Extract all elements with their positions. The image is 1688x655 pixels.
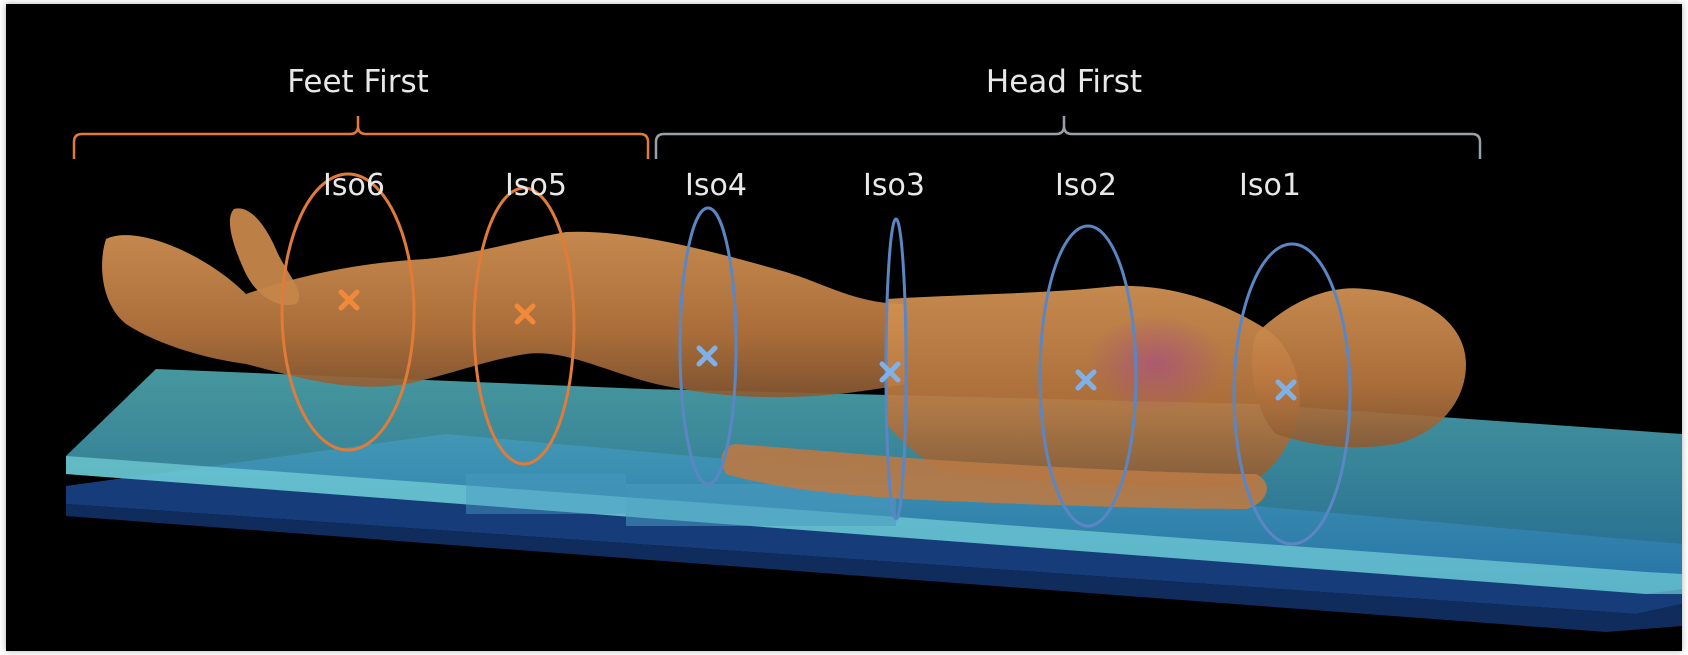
iso3-label: Iso3 <box>863 168 925 203</box>
organ-highlight <box>1086 314 1226 414</box>
couch-block <box>466 474 626 514</box>
iso2-label: Iso2 <box>1055 168 1117 203</box>
head-first-bracket <box>656 116 1480 159</box>
iso6-label: Iso6 <box>323 168 385 203</box>
head-first-title: Head First <box>986 64 1142 100</box>
diagram-panel: Feet First Head First <box>6 4 1682 651</box>
iso1-label: Iso1 <box>1239 168 1301 203</box>
head <box>1252 288 1466 447</box>
isocenter-diagram: Feet First Head First <box>6 4 1682 651</box>
feet-first-title: Feet First <box>287 64 429 100</box>
iso4-label: Iso4 <box>685 168 747 203</box>
iso5-label: Iso5 <box>505 168 567 203</box>
feet-first-bracket <box>74 116 648 159</box>
